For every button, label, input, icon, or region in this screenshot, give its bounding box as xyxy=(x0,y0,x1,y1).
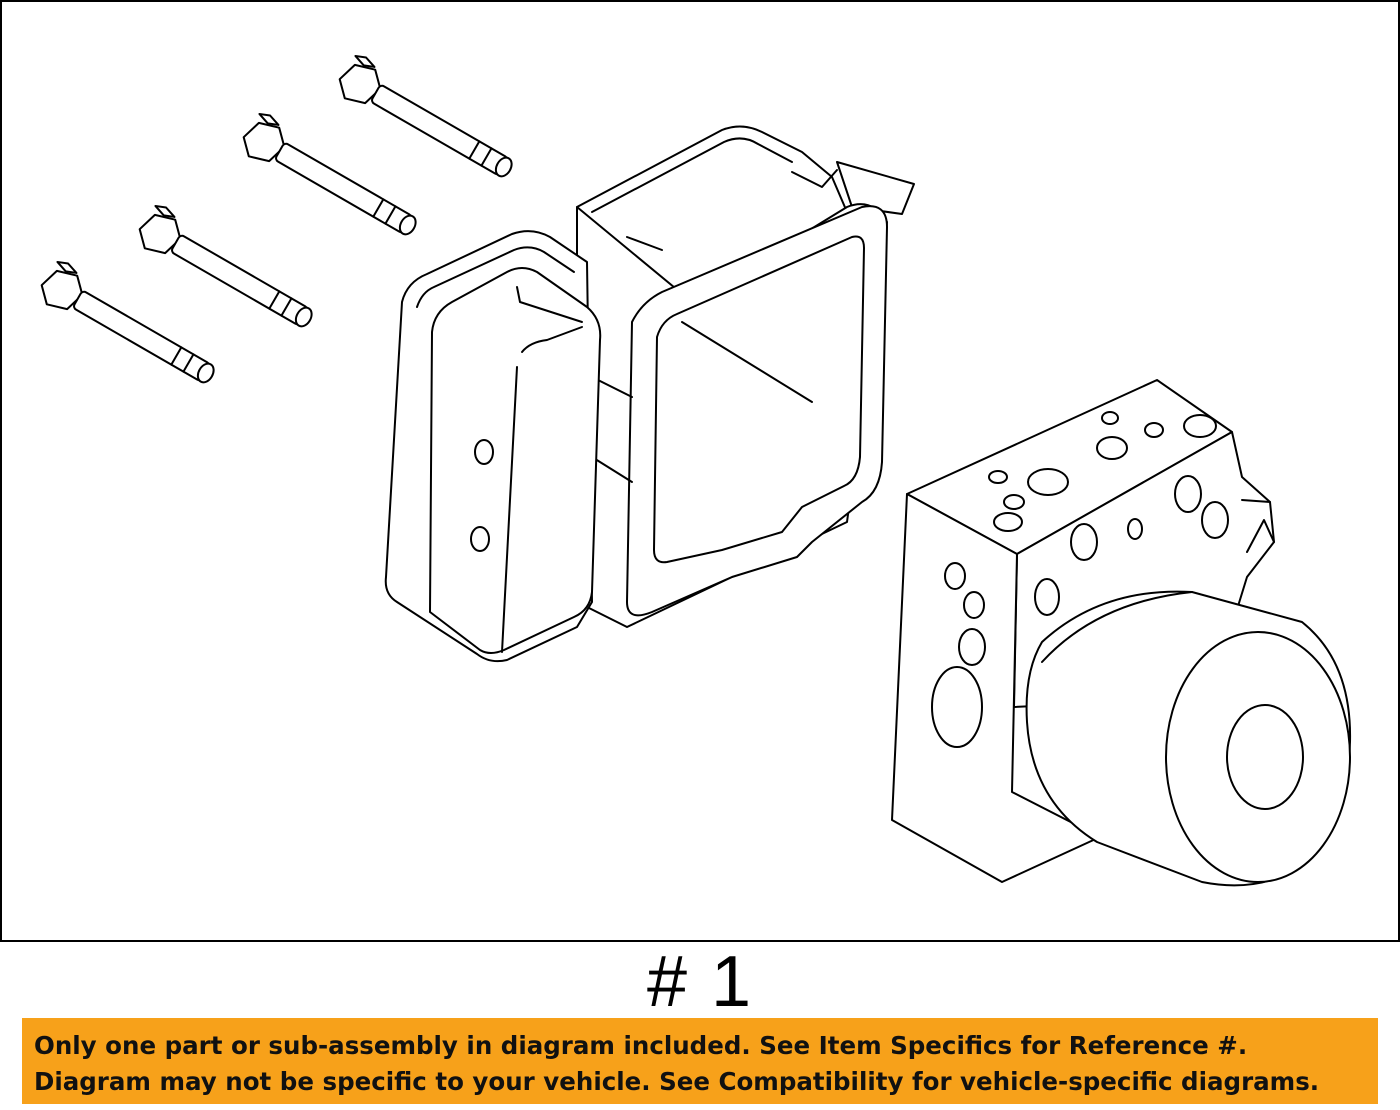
bolt-thread xyxy=(372,198,385,218)
port-hole xyxy=(1096,436,1128,460)
module-face-edge xyxy=(521,326,583,353)
bolt-thread xyxy=(182,353,195,373)
port-hole xyxy=(1101,411,1119,425)
module-connector-tab xyxy=(836,161,915,215)
bolt-thread xyxy=(170,346,183,366)
bolt-head-top xyxy=(56,260,78,274)
hydraulic-block-edge xyxy=(1241,499,1271,503)
port-hole xyxy=(1144,422,1164,438)
bolt-shank xyxy=(73,290,211,382)
bolt-icon xyxy=(138,204,313,328)
bolt-head-top xyxy=(154,204,176,218)
port-hole xyxy=(1003,494,1025,510)
port-hole xyxy=(1201,501,1229,539)
module-face-edge xyxy=(516,286,583,323)
module-face-edge xyxy=(501,366,518,653)
port-hole xyxy=(1034,578,1060,616)
port-hole xyxy=(963,591,985,619)
bolt-icon xyxy=(40,260,215,384)
bolt-shank xyxy=(371,84,509,176)
port-hole xyxy=(1027,468,1069,496)
bolt-shank xyxy=(275,142,413,234)
disclaimer-banner: Only one part or sub-assembly in diagram… xyxy=(22,1018,1378,1104)
module-front-face xyxy=(429,267,602,654)
disclaimer-line-2: Diagram may not be specific to your vehi… xyxy=(34,1067,1320,1096)
bolt-head-top xyxy=(354,54,376,68)
motor-edge xyxy=(1041,591,1193,663)
bolt-icon xyxy=(338,54,513,178)
bolt-tip xyxy=(294,306,313,328)
abs-hydraulic-unit-icon xyxy=(891,379,1352,887)
reference-callout: # 1 xyxy=(646,942,754,1022)
module-gasket-inner xyxy=(653,235,865,564)
bolt-tip xyxy=(398,214,417,236)
bolt-tip xyxy=(196,362,215,384)
bolt-shank xyxy=(171,234,309,326)
motor-shaft-recess xyxy=(1226,704,1304,810)
diagram-canvas xyxy=(40,54,1352,887)
bolt-thread xyxy=(384,205,397,225)
port-hole xyxy=(931,666,983,748)
bolt-thread xyxy=(280,297,293,317)
parts-diagram xyxy=(0,0,1400,942)
module-inner-line xyxy=(681,321,813,403)
bolt-thread xyxy=(468,140,481,160)
bolt-head xyxy=(242,121,286,163)
port-hole xyxy=(1183,414,1217,438)
module-mount-hole xyxy=(474,439,494,465)
hydraulic-block-edge xyxy=(1246,519,1275,553)
module-top-edge xyxy=(591,137,793,213)
module-cover-edge xyxy=(416,246,575,308)
bolt-head xyxy=(138,213,182,255)
bolt-head xyxy=(40,269,84,311)
module-inner-line xyxy=(591,456,633,483)
port-hole xyxy=(958,628,986,666)
port-hole xyxy=(993,512,1023,532)
port-hole xyxy=(944,562,966,590)
bolt-thread xyxy=(480,147,493,167)
bolt-icon xyxy=(242,112,417,236)
port-hole xyxy=(1127,518,1143,540)
module-inner-line xyxy=(626,236,663,251)
port-hole xyxy=(1070,523,1098,561)
bolt-tip xyxy=(494,156,513,178)
port-hole xyxy=(988,470,1008,484)
module-mount-hole xyxy=(470,526,490,552)
port-hole xyxy=(1174,475,1202,513)
module-connector-edge xyxy=(791,169,838,188)
bolt-head xyxy=(338,63,382,105)
bolt-thread xyxy=(268,290,281,310)
disclaimer-line-1: Only one part or sub-assembly in diagram… xyxy=(34,1031,1248,1060)
bolt-head-top xyxy=(258,112,280,126)
abs-control-module-icon xyxy=(384,125,915,663)
